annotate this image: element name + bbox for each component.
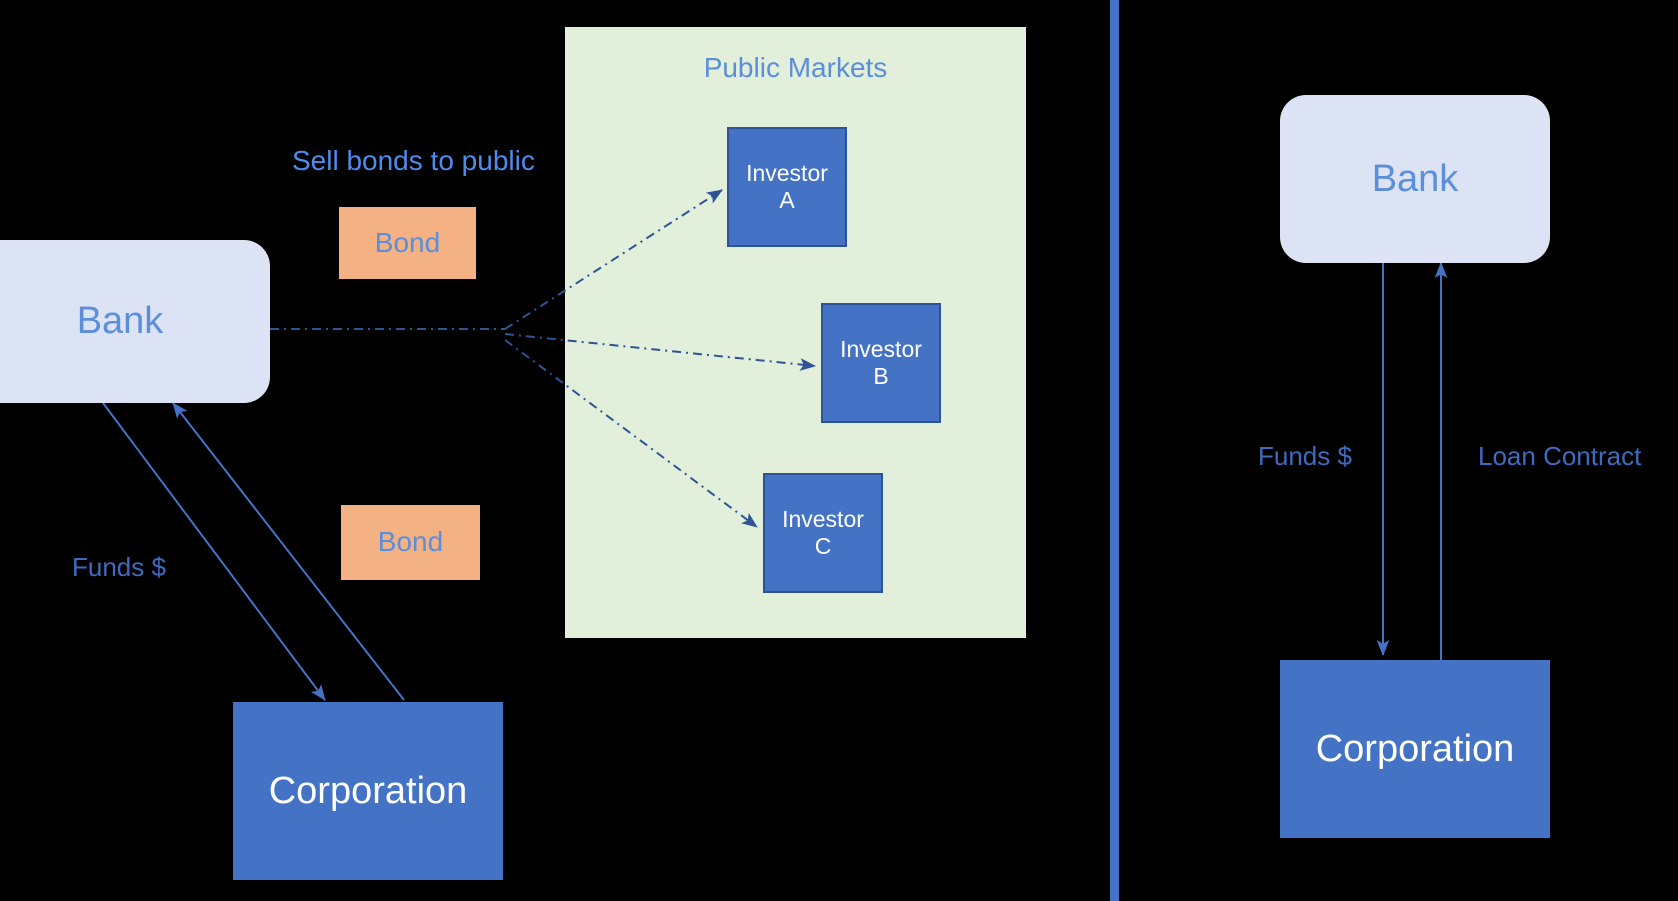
investor-a-id: A [779, 187, 795, 213]
right-bank-label: Bank [1371, 157, 1459, 200]
investor-b-name: Investor [840, 336, 922, 363]
public-markets-title: Public Markets [703, 52, 888, 83]
loan-contract-label: Loan Contract [1478, 441, 1642, 471]
left-bank-label: Bank [76, 300, 164, 343]
investor-a-name: Investor [746, 160, 828, 187]
panel-divider [1110, 0, 1119, 901]
bond-label-2: Bond [377, 526, 444, 558]
left-funds-label: Funds $ [72, 552, 166, 582]
sell-bonds-label: Sell bonds to public [292, 145, 535, 176]
right-funds-label: Funds $ [1258, 441, 1352, 471]
right-corporation-label: Corporation [1315, 727, 1515, 770]
bond-node-2[interactable]: Bond [341, 505, 480, 580]
bond-label-1: Bond [374, 226, 441, 258]
investor-c-name: Investor [782, 506, 864, 533]
investor-c-id: C [814, 533, 832, 559]
bond-node-1[interactable]: Bond [339, 207, 476, 279]
left-corporation-label: Corporation [268, 769, 468, 812]
right-corporation-node[interactable]: Corporation [1280, 660, 1550, 838]
investor-node-c[interactable]: Investor C [763, 473, 883, 593]
investor-node-a[interactable]: Investor A [727, 127, 847, 247]
right-bank-node[interactable]: Bank [1280, 95, 1550, 263]
investor-node-b[interactable]: Investor B [821, 303, 941, 423]
left-corporation-node[interactable]: Corporation [233, 702, 503, 880]
left-bank-node[interactable]: Bank [0, 240, 270, 403]
investor-b-id: B [873, 363, 889, 389]
